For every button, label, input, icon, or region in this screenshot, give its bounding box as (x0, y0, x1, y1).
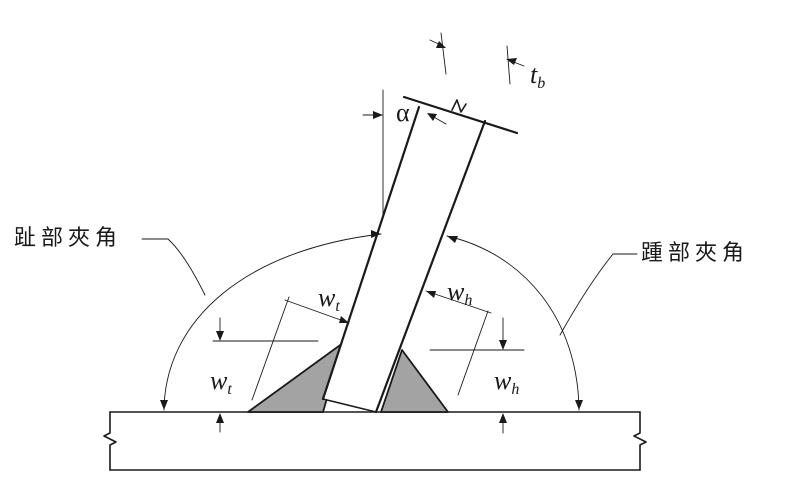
branch-plate (321, 95, 519, 414)
tb-dimension (429, 32, 525, 85)
heel-angle-arc (446, 235, 638, 411)
branch-plate-break-line (402, 95, 519, 135)
toe-angle-arc (141, 230, 382, 411)
tb-label: tb (530, 60, 546, 92)
wt-vertical-dimension (212, 317, 319, 433)
heel-angle-label: 踵部夾角 (641, 241, 750, 266)
alpha-reference (362, 89, 447, 215)
wh-vertical-dimension (429, 317, 525, 434)
heel-fillet-weld (380, 349, 449, 413)
wh-leg-dimension (425, 290, 492, 396)
toe-angle-label: 趾部夾角 (14, 226, 123, 251)
alpha-label: α (396, 98, 410, 127)
toe-fillet-weld (247, 342, 344, 413)
base-plate-right-break (633, 411, 647, 471)
wt-vertical-label: wt (210, 366, 232, 398)
base-plate-left-break (103, 411, 117, 471)
wt-leg-dimension (251, 296, 350, 401)
wh-leg-label: wh (447, 277, 473, 309)
branch-plate-break-symbol (451, 99, 467, 113)
base-plate (103, 411, 647, 471)
wt-leg-label: wt (318, 283, 340, 315)
branch-plate-root-edge (322, 398, 377, 413)
wh-vertical-label: wh (494, 366, 520, 398)
